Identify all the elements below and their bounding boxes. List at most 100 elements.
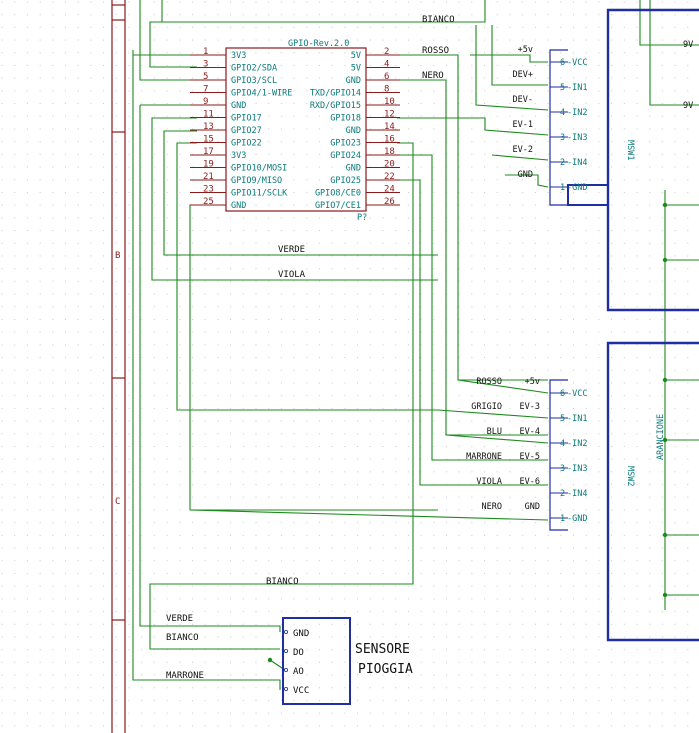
msw2-wire-labels: ROSSO GRIGIO BLU MARRONE VIOLA NERO — [466, 377, 502, 512]
gpio-pin-number-left: 11 — [203, 110, 214, 120]
gpio-pin-name-right: 5V — [351, 64, 361, 74]
sensor-pin-label: DO — [293, 648, 304, 658]
msw2-pin-number: 6 — [560, 389, 565, 399]
msw1-pin-number: 3 — [560, 133, 565, 143]
sensor-pin-marker — [283, 687, 288, 692]
msw2-pin-name: -VCC — [567, 389, 587, 399]
gpio-pin-number-left: 15 — [203, 135, 214, 145]
msw1-pin-name: -IN4 — [567, 158, 587, 168]
gpio-pin-name-right: 5V — [351, 51, 361, 61]
label-top-bianco: BIANCO — [422, 15, 455, 25]
msw1-connector — [567, 184, 608, 206]
gpio-pin-number-right: 20 — [384, 160, 395, 170]
gpio-pin-number-right: 6 — [384, 72, 389, 82]
gpio-pin-name-left: GPIO22 — [231, 139, 262, 149]
msw1-pin-name: -IN1 — [567, 83, 587, 93]
label-marrone-sensor: MARRONE — [166, 671, 204, 681]
msw2-net-label: VIOLA — [476, 477, 502, 487]
msw2-net-label: EV-3 — [520, 402, 540, 412]
msw1-net-label: EV-1 — [513, 120, 533, 130]
gpio-pin-name-left: GPIO3/SCL — [231, 76, 277, 86]
gpio-pin-name-right: TXD/GPIO14 — [310, 89, 361, 99]
gpio-pin-number-right: 26 — [384, 197, 395, 207]
msw2-side-label: ARANCIONE — [656, 414, 666, 460]
msw1-pin-name: -VCC — [567, 58, 587, 68]
gpio-reference: P? — [357, 213, 367, 223]
msw1-pin-number: 5 — [560, 83, 565, 93]
gpio-pin-number-right: 2 — [384, 47, 389, 57]
msw2-net-label: EV-6 — [520, 477, 540, 487]
gpio-pin-number-left: 17 — [203, 147, 214, 157]
msw2-pin-name: -IN3 — [567, 464, 587, 474]
msw2-net-label: +5v — [525, 377, 540, 387]
gpio-title: GPIO-Rev.2.0 — [288, 39, 349, 49]
msw2-pin-number: 4 — [560, 439, 565, 449]
msw2-pin-name: -IN2 — [567, 439, 587, 449]
gpio-pin-name-left: GND — [231, 101, 246, 111]
gpio-pin-name-right: GPIO18 — [330, 114, 361, 124]
gpio-pin-name-left: GPIO10/MOSI — [231, 164, 287, 174]
border-zone-c: C — [115, 497, 120, 507]
gpio-pin-name-right: GPIO23 — [330, 139, 361, 149]
msw2-module: MSW2 ARANCIONE 6-VCC5-IN14-IN23-IN32-IN4… — [466, 341, 699, 642]
gpio-pin-name-left: GPIO11/SCLK — [231, 189, 288, 199]
msw1-right-label-2: 9V — [683, 101, 693, 111]
msw1-pin-number: 2 — [560, 158, 565, 168]
msw2-net-label: GRIGIO — [471, 402, 502, 412]
sensor-pin-marker — [283, 649, 288, 654]
msw2-net-label: MARRONE — [466, 452, 502, 462]
gpio-pin-number-right: 8 — [384, 85, 389, 95]
msw2-pin-number: 2 — [560, 489, 565, 499]
gpio-pin-number-left: 1 — [203, 47, 208, 57]
gpio-pin-number-right: 4 — [384, 60, 389, 70]
gpio-pin-name-right: GND — [346, 164, 361, 174]
gpio-pin-number-left: 25 — [203, 197, 214, 207]
gpio-pin-name-right: GND — [346, 76, 361, 86]
gpio-pin-name-left: 3V3 — [231, 51, 246, 61]
msw1-net-label: EV-2 — [513, 145, 533, 155]
msw2-pin-name: -IN4 — [567, 489, 587, 499]
msw2-net-label: EV-4 — [520, 427, 540, 437]
gpio-pin-number-right: 18 — [384, 147, 395, 157]
gpio-pin-number-left: 5 — [203, 72, 208, 82]
gpio-pin-number-left: 13 — [203, 122, 214, 132]
msw1-net-label: DEV- — [513, 95, 533, 105]
gpio-pin-number-left: 3 — [203, 60, 208, 70]
msw1-net-label: DEV+ — [513, 70, 533, 80]
msw2-net-label: ROSSO — [476, 377, 502, 387]
msw2-net-label: NERO — [482, 502, 502, 512]
gpio-pin-name-right: GPIO8/CE0 — [315, 189, 361, 199]
label-top-rosso: ROSSO — [422, 46, 449, 56]
gpio-right-pins: 25V45V6GND8TXD/GPIO1410RXD/GPIO1512GPIO1… — [310, 47, 400, 211]
msw1-net-label: GND — [518, 170, 533, 180]
msw2-ref: MSW2 — [625, 466, 635, 486]
msw1-pin-name: -IN2 — [567, 108, 587, 118]
gpio-pin-name-left: GPIO17 — [231, 114, 262, 124]
msw1-ref: MSW1 — [625, 140, 635, 160]
sensor-pin-label: AO — [293, 667, 304, 677]
msw1-outline — [606, 8, 699, 312]
gpio-pin-name-right: GND — [346, 126, 361, 136]
label-bianco-sensor: BIANCO — [166, 633, 199, 643]
msw1-pin-number: 4 — [560, 108, 565, 118]
gpio-pin-name-right: GPIO25 — [330, 176, 361, 186]
border-zone-b: B — [115, 251, 120, 261]
msw1-net-label: +5v — [518, 45, 533, 55]
msw1-right-label-1: 9V — [683, 40, 693, 50]
msw2-pin-name: -IN1 — [567, 414, 587, 424]
msw1-pin-number: 1 — [560, 183, 565, 193]
gpio-pin-name-left: GPIO9/MISO — [231, 176, 282, 186]
gpio-pin-number-right: 10 — [384, 97, 395, 107]
gpio-pin-number-left: 9 — [203, 97, 208, 107]
msw2-pin-number: 1 — [560, 514, 565, 524]
gpio-pin-name-left: GPIO4/1-WIRE — [231, 89, 292, 99]
msw2-pin-number: 5 — [560, 414, 565, 424]
msw1-pin-name: -GND — [567, 183, 587, 193]
msw2-net-label: BLU — [487, 427, 502, 437]
gpio-pin-number-left: 21 — [203, 172, 214, 182]
